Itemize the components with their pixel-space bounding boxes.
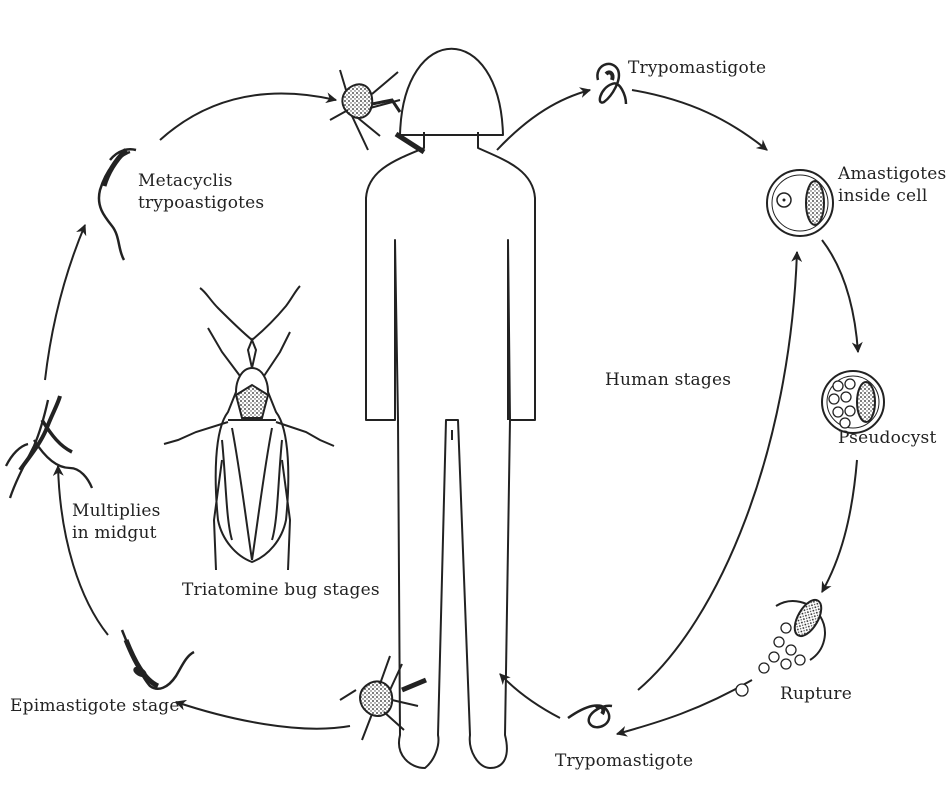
- label-metacyclic-line1: Metacyclis: [138, 170, 264, 192]
- label-trypomastigote-top: Trypomastigote: [628, 57, 766, 79]
- label-human-stages: Human stages: [605, 369, 731, 391]
- label-rupture: Rupture: [780, 683, 852, 705]
- arrow-to-bug-top: [160, 93, 336, 140]
- biting-bug-bottom-icon: [340, 656, 426, 740]
- label-triatomine-bug-stages: Triatomine bug stages: [182, 579, 380, 601]
- multiplying-parasites-icon: [6, 396, 92, 498]
- human-figure: [366, 49, 535, 768]
- label-metacyclic-line2: trypoastigotes: [138, 192, 264, 214]
- arrow-to-trypomastigote-top: [497, 90, 590, 150]
- arrow-trypomastigote-to-cell: [638, 252, 797, 690]
- label-multiplies-line2: in midgut: [72, 522, 161, 544]
- arrow-to-trypomastigote-bottom: [617, 680, 752, 734]
- metacyclic-trypomastigote-icon: [99, 149, 136, 260]
- label-amastigotes-inside-cell: Amastigotes inside cell: [838, 163, 946, 207]
- trypomastigote-top-icon: [597, 64, 626, 104]
- triatomine-bug-icon: [164, 286, 334, 570]
- label-multiplies-in-midgut: Multiplies in midgut: [72, 500, 161, 544]
- amastigotes-cell-icon: [767, 170, 833, 236]
- arrow-to-amastigotes: [632, 90, 767, 150]
- arrow-to-metacyclic: [45, 225, 85, 380]
- trypomastigote-bottom-icon: [568, 705, 612, 727]
- label-amastigotes-line2: inside cell: [838, 185, 946, 207]
- arrow-to-rupture: [822, 460, 857, 592]
- label-trypomastigote-bottom: Trypomastigote: [555, 750, 693, 772]
- arrow-trypomastigote-to-human-leg: [500, 674, 560, 718]
- epimastigote-icon: [122, 630, 194, 689]
- label-pseudocyst: Pseudocyst: [838, 427, 937, 449]
- pseudocyst-icon: [822, 371, 884, 433]
- label-epimastigote-stage: Epimastigote stage: [10, 695, 180, 717]
- label-metacyclic-trypomastigotes: Metacyclis trypoastigotes: [138, 170, 264, 214]
- label-amastigotes-line1: Amastigotes: [838, 163, 946, 185]
- arrow-to-multiplies: [58, 466, 108, 635]
- arrow-to-epimastigote: [176, 702, 350, 729]
- arrow-to-pseudocyst: [822, 240, 858, 352]
- label-multiplies-line1: Multiplies: [72, 500, 161, 522]
